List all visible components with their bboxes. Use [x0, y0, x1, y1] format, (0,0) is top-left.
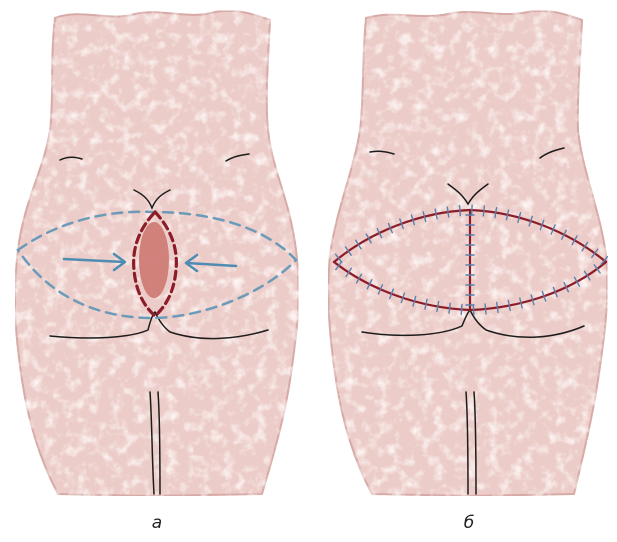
caption-a: а [137, 512, 177, 534]
wound-area [139, 222, 169, 298]
stitch-mark [461, 305, 462, 315]
stitch-mark [459, 206, 460, 216]
panel-a [15, 11, 298, 496]
caption-b: б [449, 512, 489, 534]
stitch-mark [473, 305, 474, 315]
stitch-mark [485, 304, 486, 314]
panel-b [328, 11, 607, 496]
